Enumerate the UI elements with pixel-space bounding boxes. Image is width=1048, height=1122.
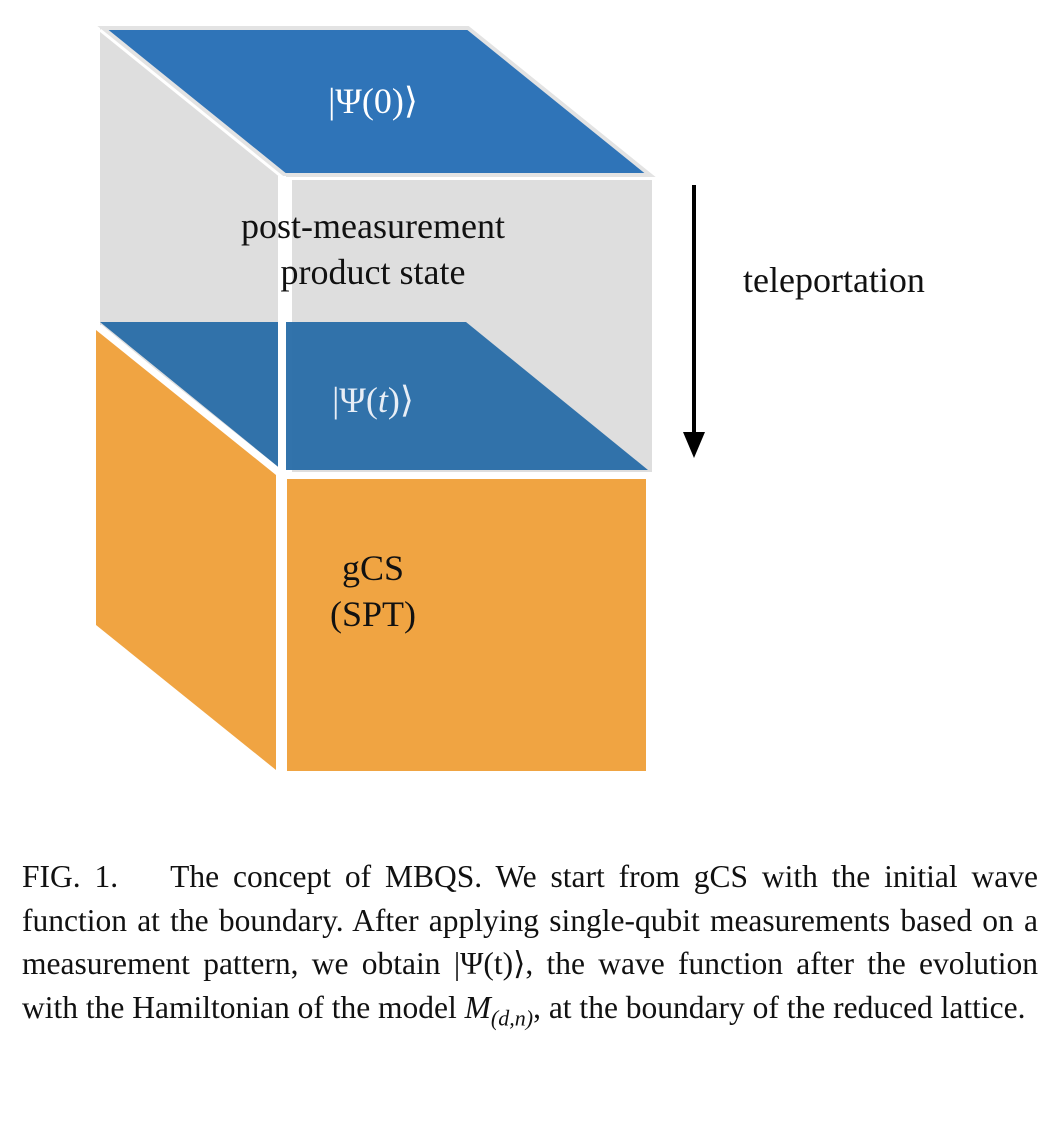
edge-line [99, 28, 283, 179]
figure-number: FIG. 1. [22, 859, 119, 894]
spt-label: (SPT) [330, 594, 416, 634]
psi-zero-label: |Ψ(0)⟩ [328, 81, 418, 121]
teleportation-arrow-head [683, 432, 705, 458]
teleportation-label: teleportation [743, 260, 925, 300]
top-blue-face [97, 26, 656, 177]
lower-block-left-face [96, 330, 276, 770]
edge-line [98, 324, 280, 475]
caption-psi-t: |Ψ(t)⟩ [453, 946, 526, 981]
post-measurement-label: post-measurement [241, 206, 505, 246]
caption-model-subscript: (d,n) [490, 1004, 534, 1030]
caption-text-part3: , at the boundary of the reduced lattice… [533, 989, 1026, 1025]
caption-text-part1: The concept of MBQS. We start from gCS w… [22, 859, 1038, 981]
lower-block-front-face [287, 479, 646, 771]
mbqs-concept-figure: |Ψ(0)⟩ post-measurement product state |Ψ… [96, 26, 925, 771]
caption-text-part2: , the wave function after the evolution … [22, 946, 1038, 1025]
figure-caption: FIG. 1.The concept of MBQS. We start fro… [22, 855, 1038, 1039]
caption-model-symbol: M [464, 989, 491, 1025]
inner-blue-face [100, 322, 648, 470]
psi-t-label: |Ψ(t)⟩ [332, 380, 414, 420]
product-state-label: product state [281, 252, 466, 292]
gcs-label: gCS [342, 548, 404, 588]
